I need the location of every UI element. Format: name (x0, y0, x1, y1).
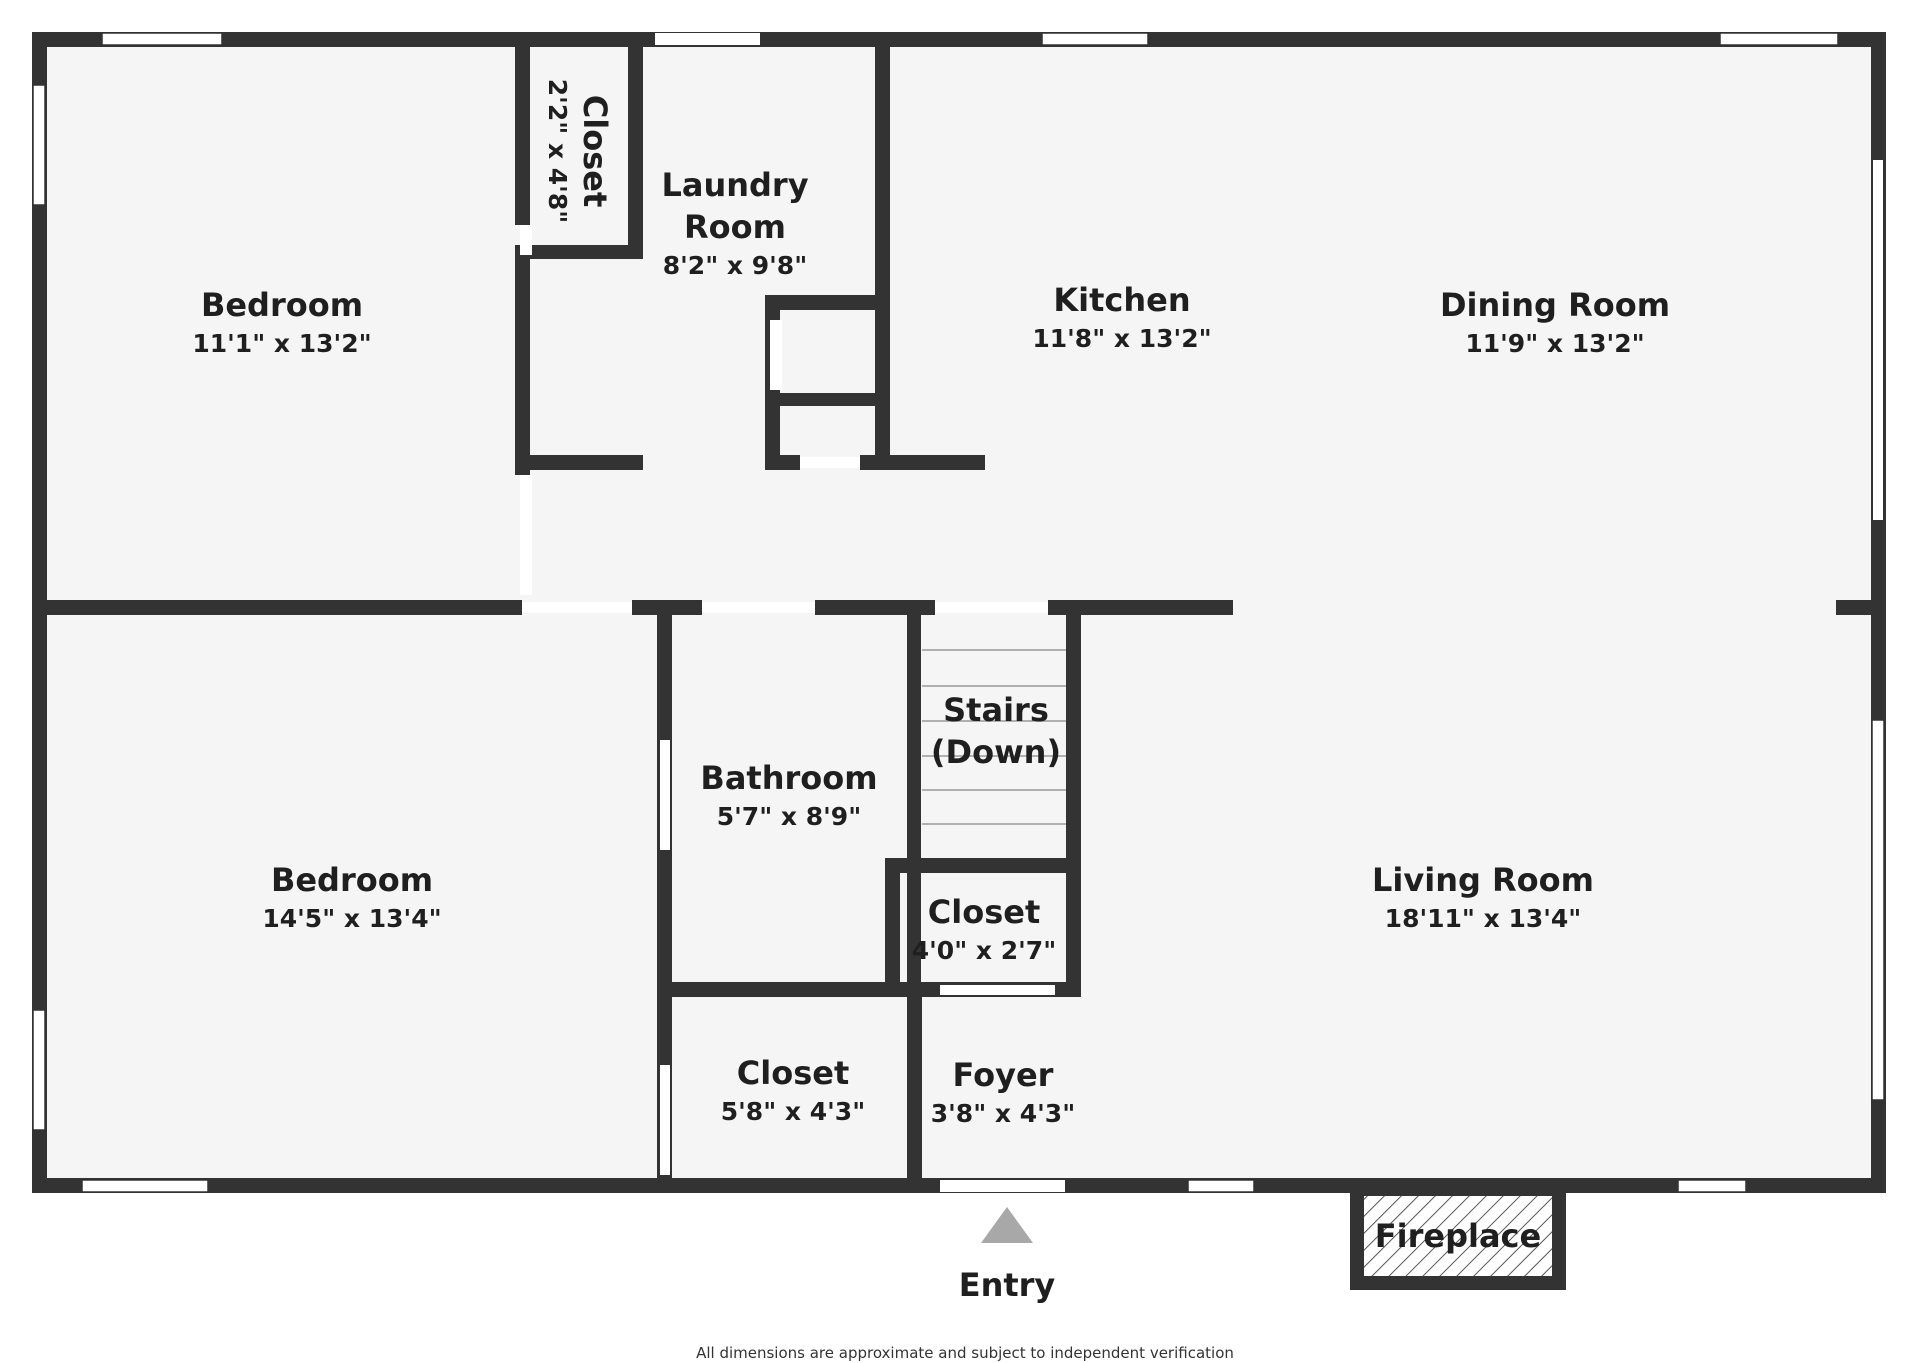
doors (520, 33, 1883, 1192)
room-name-line2: Room (684, 208, 786, 246)
room-name: Living Room (1372, 861, 1594, 899)
entry-arrow-icon (981, 1207, 1033, 1243)
fireplace: Fireplace (1350, 1190, 1566, 1290)
room-kitchen: Kitchen 11'8" x 13'2" (1032, 281, 1211, 353)
walls (32, 32, 1886, 1193)
room-name-line1: Laundry (661, 166, 808, 204)
room-closet-mid: Closet 4'0" x 2'7" (912, 893, 1056, 965)
room-dims: 8'2" x 9'8" (663, 251, 807, 280)
room-stairs: Stairs (Down) (931, 691, 1061, 771)
room-closet-small: Closet 2'2" x 4'8" (543, 79, 614, 223)
room-dims: 2'2" x 4'8" (543, 79, 572, 223)
room-dims: 11'9" x 13'2" (1465, 329, 1644, 358)
room-name: Bedroom (201, 286, 363, 324)
room-dims: 11'8" x 13'2" (1032, 324, 1211, 353)
room-living: Living Room 18'11" x 13'4" (1372, 861, 1594, 933)
room-name: Kitchen (1053, 281, 1190, 319)
room-closet-bottom: Closet 5'8" x 4'3" (721, 1054, 865, 1126)
room-name: Bedroom (271, 861, 433, 899)
room-dims: 11'1" x 13'2" (192, 329, 371, 358)
room-name: Bathroom (700, 759, 877, 797)
room-dims: 4'0" x 2'7" (912, 936, 1056, 965)
room-dims: 18'11" x 13'4" (1385, 904, 1582, 933)
room-laundry: Laundry Room 8'2" x 9'8" (661, 166, 808, 280)
room-dims: 14'5" x 13'4" (262, 904, 441, 933)
room-name-line2: (Down) (931, 733, 1061, 771)
room-dining: Dining Room 11'9" x 13'2" (1440, 286, 1670, 358)
stair-treads (922, 649, 1066, 825)
room-bedroom-top: Bedroom 11'1" x 13'2" (192, 286, 371, 358)
room-name-line1: Stairs (943, 691, 1049, 729)
room-name: Dining Room (1440, 286, 1670, 324)
room-name: Closet (737, 1054, 849, 1092)
room-foyer: Foyer 3'8" x 4'3" (931, 1056, 1075, 1128)
room-dims: 5'8" x 4'3" (721, 1097, 865, 1126)
entry-label: Entry (959, 1266, 1056, 1304)
room-bedroom-bottom: Bedroom 14'5" x 13'4" (262, 861, 441, 933)
windows (32, 32, 1885, 1193)
room-dims: 3'8" x 4'3" (931, 1099, 1075, 1128)
room-dims: 5'7" x 8'9" (717, 802, 861, 831)
room-bathroom: Bathroom 5'7" x 8'9" (700, 759, 877, 831)
disclaimer-text: All dimensions are approximate and subje… (696, 1344, 1234, 1362)
room-name: Closet (576, 95, 614, 207)
room-name: Foyer (953, 1056, 1054, 1094)
room-name: Closet (928, 893, 1040, 931)
fireplace-label: Fireplace (1375, 1217, 1541, 1255)
